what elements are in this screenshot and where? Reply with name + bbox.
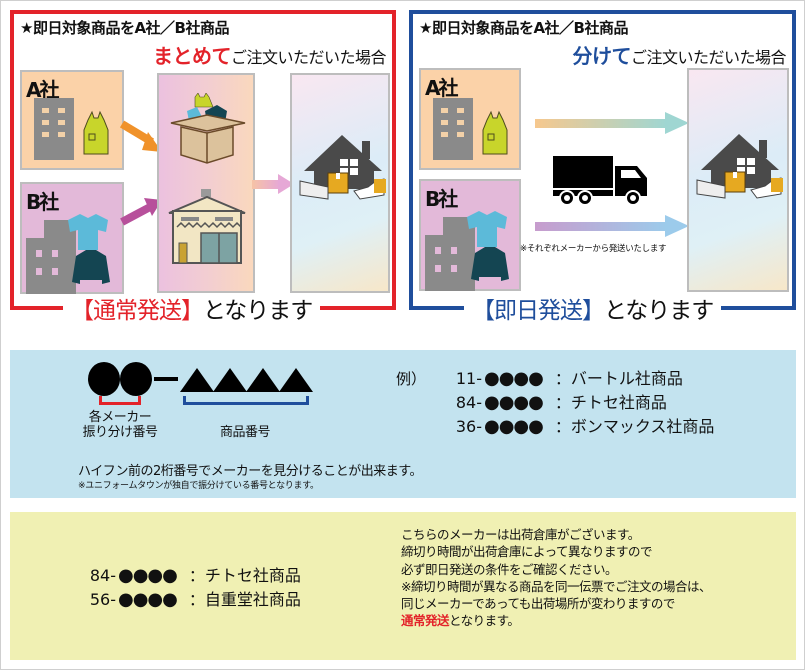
example-prefix: 例） (396, 370, 427, 388)
company-b-label: B社 (425, 187, 458, 211)
building-apron-icon (34, 98, 109, 160)
maker-bracket (99, 396, 141, 405)
building-clothes-icon (26, 214, 110, 294)
company-b-box: B社 (20, 182, 124, 294)
warehouse-icon (168, 189, 246, 264)
company-a-box: A社 (419, 68, 521, 170)
hyphen-icon (154, 377, 178, 381)
house-delivery-icon (299, 135, 386, 200)
combined-result-label: 【通常発送】となります (63, 295, 321, 327)
product-code-explanation: 各メーカー 振り分け番号 商品番号 例） 11-●●●●：バートル社商品 84-… (10, 350, 796, 498)
warehouse-maker-row: 84-●●●●：チトセ社商品 (89, 565, 301, 586)
product-digit-icon (246, 368, 280, 392)
maker-digit-icon (120, 362, 152, 396)
panel-subheading: まとめてご注文いただいた場合 (152, 44, 387, 68)
maker-number-caption: 各メーカー 振り分け番号 (82, 410, 158, 440)
normal-shipping-emphasis: 通常発送 (401, 613, 450, 629)
separate-order-panel: ★即日対象商品をA社／B社商品 分けてご注文いただいた場合 A社 B社 (409, 10, 796, 310)
company-b-box: B社 (419, 179, 521, 291)
warehouse-maker-row: 56-●●●●：自重堂社商品 (89, 589, 301, 610)
product-digit-icon (279, 368, 313, 392)
arrow-icon (252, 174, 294, 194)
direct-shipping-arrow-a-icon (535, 112, 689, 134)
building-clothes-icon (425, 211, 509, 291)
product-digit-icon (180, 368, 214, 392)
emphasis-text: 分けて (572, 44, 631, 68)
warehouse-notice-text: こちらのメーカーは出荷倉庫がございます。 締切り時間が出荷倉庫によって異なります… (401, 527, 711, 629)
separate-result-label: 【即日発送】となります (464, 295, 722, 327)
emphasis-text: まとめて (152, 44, 232, 68)
product-number-caption: 商品番号 (219, 425, 271, 440)
company-b-label: B社 (26, 190, 59, 214)
code-note: ※ユニフォームタウンが独自で振分けている番号となります。 (78, 481, 319, 491)
code-description: ハイフン前の2桁番号でメーカーを見分けることが出来ます。 (78, 464, 422, 479)
example-row: 84-●●●●：チトセ社商品 (455, 392, 667, 413)
combined-order-panel: ★即日対象商品をA社／B社商品 まとめてご注文いただいた場合 A社 B社 (10, 10, 396, 310)
panel-subheading: 分けてご注文いただいた場合 (572, 44, 786, 68)
consolidation-warehouse-box (157, 73, 255, 293)
warehouse-notice: 84-●●●●：チトセ社商品 56-●●●●：自重堂社商品 こちらのメーカーは出… (10, 512, 796, 660)
example-row: 11-●●●●：バートル社商品 (455, 368, 683, 389)
customer-destination-box (687, 68, 789, 292)
package-box-icon (170, 93, 246, 164)
product-bracket (183, 396, 309, 405)
shipping-note: ※それぞれメーカーから発送いたします (520, 244, 667, 254)
direct-shipping-arrow-b-icon (535, 215, 689, 237)
example-row: 36-●●●●：ボンマックス社商品 (455, 416, 715, 437)
maker-digit-icon (88, 362, 120, 396)
company-a-label: A社 (425, 76, 459, 100)
building-apron-icon (433, 98, 508, 160)
product-digit-icon (213, 368, 247, 392)
panel-heading: ★即日対象商品をA社／B社商品 (419, 19, 629, 37)
house-delivery-icon (696, 134, 783, 199)
panel-heading: ★即日対象商品をA社／B社商品 (20, 19, 230, 37)
truck-icon (553, 156, 647, 204)
company-a-box: A社 (20, 70, 124, 170)
customer-destination-box (290, 73, 390, 293)
